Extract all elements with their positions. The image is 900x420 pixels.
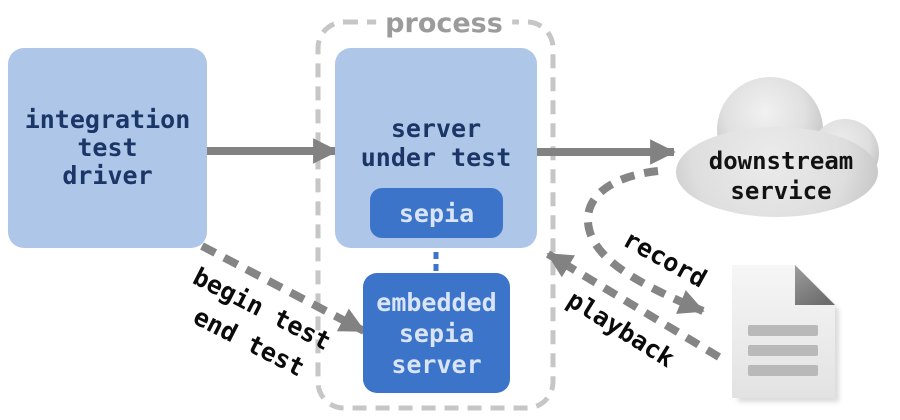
node-downstream-service-label: downstream service (708, 147, 854, 205)
arrow-begin-end-test (200, 242, 366, 335)
document-icon (732, 265, 839, 402)
node-sepia: sepia (370, 188, 503, 238)
node-embedded-sepia-server: embedded sepia server (363, 273, 510, 393)
process-boundary-label: process (376, 9, 512, 39)
node-server-under-test: server under test (335, 48, 537, 248)
document-text-line (748, 365, 818, 376)
arrow-playback (545, 250, 722, 361)
document-text-line (748, 325, 818, 336)
document-text-line (748, 345, 818, 356)
cloud-icon (676, 77, 879, 217)
node-integration-test-driver: integration test driver (8, 48, 207, 248)
